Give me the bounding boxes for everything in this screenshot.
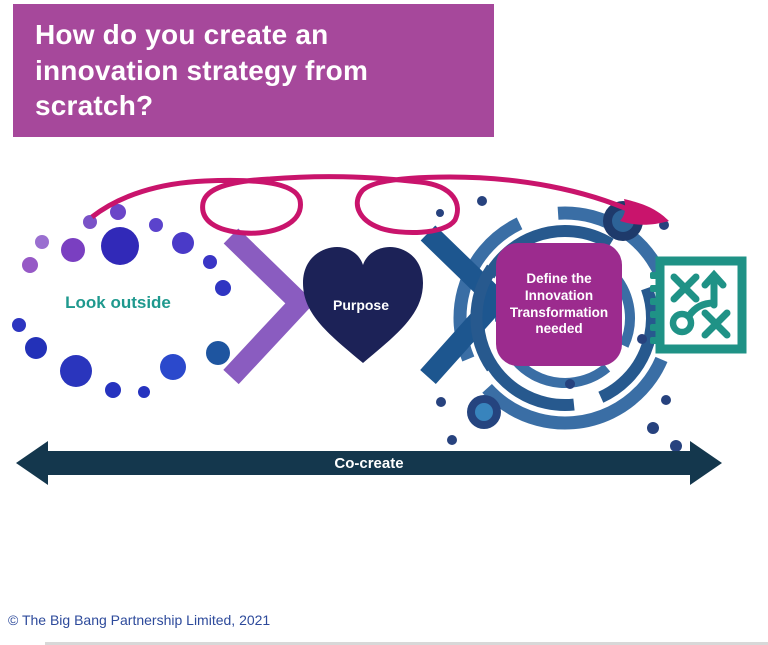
ring-satellite-dots: [436, 196, 682, 452]
title-banner: How do you create an innovation strategy…: [13, 4, 494, 137]
stage-label-define: Define the Innovation Transformation nee…: [509, 270, 609, 337]
page-title: How do you create an innovation strategy…: [35, 19, 369, 122]
double-headed-arrow-icon: [16, 441, 722, 485]
window-bottom-edge: [45, 642, 768, 645]
ring-arc-overlay: [470, 264, 498, 372]
copyright-text: © The Big Bang Partnership Limited, 2021: [8, 612, 271, 628]
heart-icon: [303, 247, 423, 363]
dots-ellipse-icon: [12, 204, 231, 398]
chevron-purple-icon: [223, 228, 315, 385]
stage-label-purpose: Purpose: [332, 297, 389, 313]
stage-label-look-outside: Look outside: [65, 293, 171, 312]
cocreate-label: Co-create: [334, 454, 404, 472]
strategy-board-icon: [650, 256, 747, 354]
scribble-loop-arrow-icon: [90, 174, 669, 236]
define-transformation-box: Define the Innovation Transformation nee…: [496, 243, 622, 366]
